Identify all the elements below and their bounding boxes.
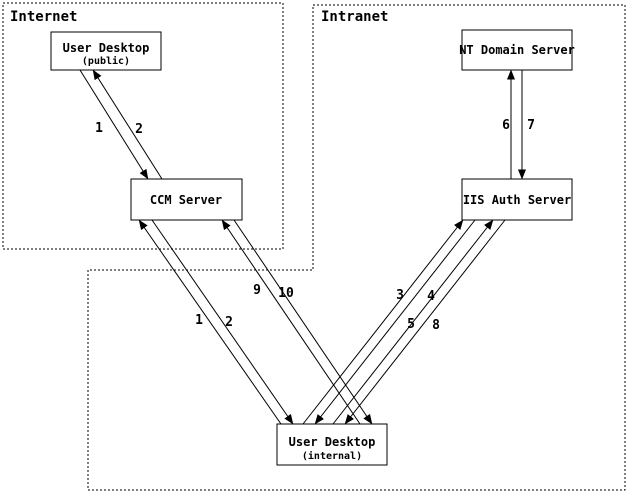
node-iis-auth-server-box (461, 178, 573, 221)
node-nt-domain-server-title: NT Domain Server (459, 43, 575, 57)
arrow-10-ccm-to-internal (233, 219, 373, 425)
node-ccm-server: CCM Server (130, 178, 243, 221)
arrow-1-public-to-ccm (79, 69, 149, 180)
node-user-desktop-internal-title: User Desktop (289, 435, 376, 449)
arrow-3-internal-to-iis (302, 219, 464, 425)
flow-label-2-ccm-internal: 2 (225, 315, 233, 330)
node-user-desktop-public-subtitle: (public) (82, 55, 130, 67)
intranet-region-label: Intranet (321, 9, 388, 25)
node-iis-auth-server: IIS Auth Server (461, 178, 573, 221)
flow-label-2-ccm-public: 2 (135, 122, 143, 137)
arrow-9-internal-to-ccm (221, 219, 361, 425)
node-user-desktop-internal-box (276, 423, 388, 466)
node-iis-auth-server-title: IIS Auth Server (463, 193, 571, 207)
internet-region-label: Internet (10, 9, 77, 25)
arrow-4-iis-to-internal (314, 219, 476, 425)
node-user-desktop-public: User Desktop (public) (50, 31, 162, 71)
flow-label-1-public-ccm: 1 (95, 121, 103, 136)
node-ccm-server-title: CCM Server (150, 193, 222, 207)
node-ccm-server-box (130, 178, 243, 221)
arrow-5-internal-to-iis (332, 219, 494, 425)
flow-label-8-iis-internal: 8 (432, 318, 440, 333)
flow-label-3-internal-iis: 3 (396, 288, 404, 303)
node-user-desktop-internal: User Desktop (internal) (276, 423, 388, 466)
flow-label-7-nt-iis: 7 (527, 118, 535, 133)
node-nt-domain-server: NT Domain Server (459, 29, 575, 71)
flow-label-1-internal-ccm: 1 (195, 313, 203, 328)
node-user-desktop-internal-subtitle: (internal) (302, 450, 362, 462)
flow-label-4-iis-internal: 4 (427, 289, 435, 304)
flow-label-5-internal-iis: 5 (407, 317, 415, 332)
arrow-2-ccm-to-public (92, 69, 163, 180)
arrow-2-ccm-to-internal (151, 219, 294, 425)
intranet-region-border (87, 4, 626, 491)
flow-label-10-ccm-internal: 10 (278, 286, 294, 301)
flow-label-6-iis-nt: 6 (502, 118, 510, 133)
arrow-8-iis-to-internal (344, 219, 506, 425)
internet-region-border (2, 2, 284, 250)
node-user-desktop-public-box (50, 31, 162, 71)
node-user-desktop-public-title: User Desktop (63, 41, 150, 55)
node-nt-domain-server-box (461, 29, 573, 71)
arrow-1-internal-to-ccm (138, 219, 282, 425)
flow-label-9-internal-ccm: 9 (253, 283, 261, 298)
